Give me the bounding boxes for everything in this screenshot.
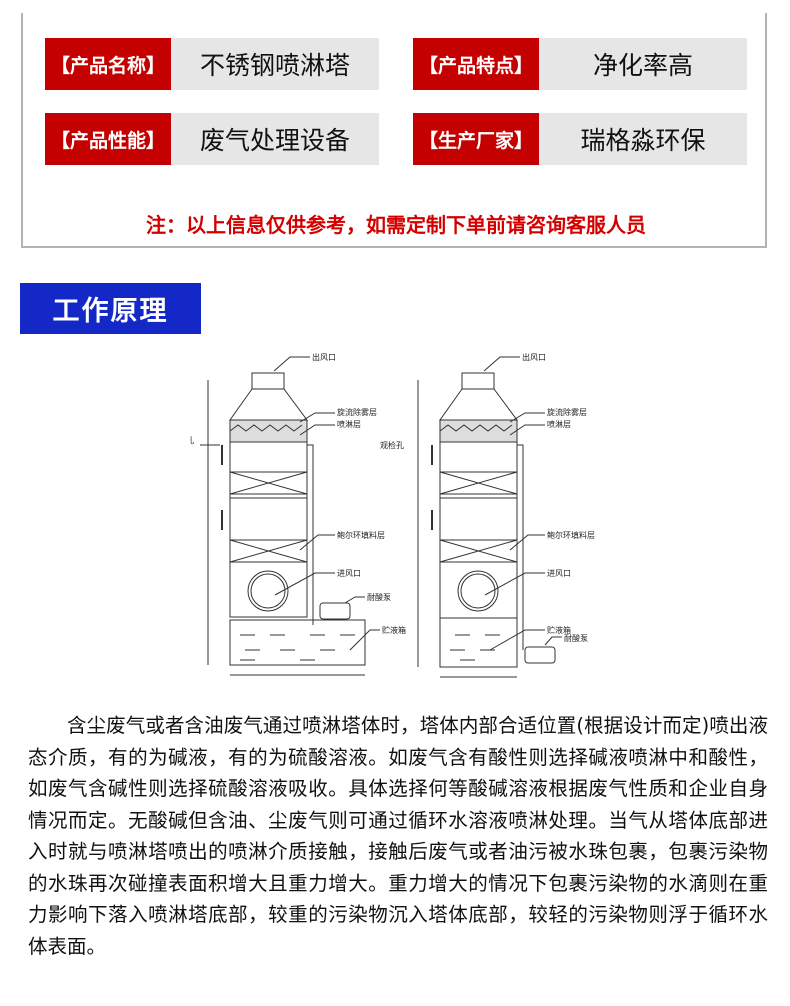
tower-right <box>417 372 556 678</box>
info-label: 【生产厂家】 <box>413 113 539 165</box>
tower-left <box>221 372 314 625</box>
label-pump: 耐酸泵 <box>564 633 588 643</box>
label-tank: 贮液箱 <box>382 625 406 635</box>
info-label: 【产品性能】 <box>45 113 171 165</box>
info-value: 瑞格淼环保 <box>539 113 747 165</box>
info-value: 净化率高 <box>539 38 747 90</box>
label-demister: 旋流除雾层 <box>337 407 377 417</box>
product-info-box: 【产品名称】 不锈钢喷淋塔 【产品特点】 净化率高 【产品性能】 废气处理设备 … <box>21 13 767 248</box>
label-inlet: 进风口 <box>337 569 361 578</box>
label-pump: 耐酸泵 <box>367 592 391 602</box>
label-packing: 鲍尔环填料层 <box>337 530 385 540</box>
info-row-name: 【产品名称】 不锈钢喷淋塔 <box>45 38 379 90</box>
disclaimer-note: 注：以上信息仅供参考，如需定制下单前请咨询客服人员 <box>146 213 646 237</box>
section-title: 工作原理 <box>20 283 201 334</box>
label-inspection: 观检孔 <box>190 435 194 445</box>
info-label: 【产品特点】 <box>413 38 539 90</box>
info-label: 【产品名称】 <box>45 38 171 90</box>
label-tank: 贮液箱 <box>547 625 571 635</box>
label-spray: 喷淋层 <box>337 419 361 429</box>
info-value: 废气处理设备 <box>171 113 379 165</box>
info-row-performance: 【产品性能】 废气处理设备 <box>45 113 379 165</box>
label-spray: 喷淋层 <box>547 419 571 429</box>
label-packing: 鲍尔环填料层 <box>547 530 595 540</box>
principle-paragraph: 含尘废气或者含油废气通过喷淋塔体时，塔体内部合适位置(根据设计而定)喷出液态介质… <box>28 714 768 958</box>
tower-left-tank <box>207 380 366 676</box>
label-outlet: 出风口 <box>522 352 546 362</box>
info-row-feature: 【产品特点】 净化率高 <box>413 38 747 90</box>
label-inspection: 观检孔 <box>380 440 404 450</box>
info-row-manufacturer: 【生产厂家】 瑞格淼环保 <box>413 113 747 165</box>
spray-tower-diagram: 出风口 旋流除雾层 喷淋层 观检孔 鲍尔环填料层 进风口 耐酸泵 贮液箱 出风口… <box>190 352 595 678</box>
info-value: 不锈钢喷淋塔 <box>171 38 379 90</box>
label-inlet: 进风口 <box>547 569 571 578</box>
label-outlet: 出风口 <box>312 352 336 362</box>
label-demister: 旋流除雾层 <box>547 407 587 417</box>
